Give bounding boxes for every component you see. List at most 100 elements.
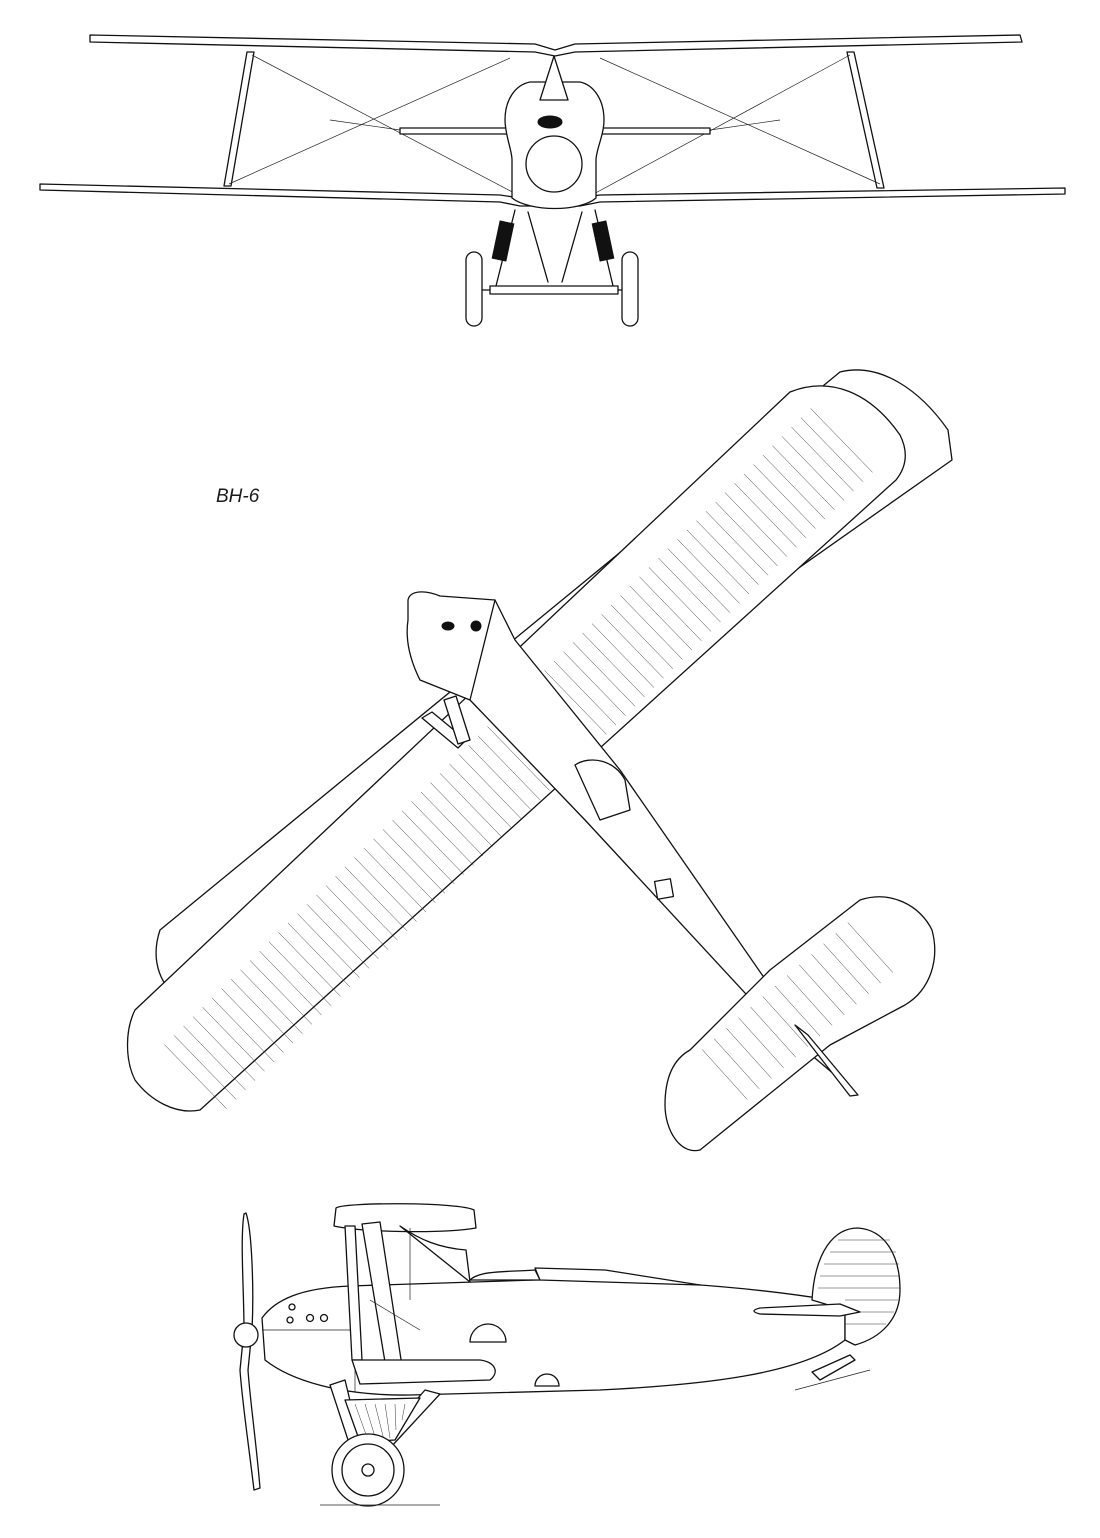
front-landing-gear [465,209,639,327]
tail-rib [738,1017,784,1068]
wing-rib [477,735,541,801]
wing-rib [354,857,417,922]
front-propeller-spinner [539,55,569,101]
plan-filler-cap [470,620,482,632]
side-window-2 [534,1373,560,1387]
wing-rib [563,651,626,716]
wing-rib [230,978,294,1044]
wing-rib [629,585,693,651]
wing-rib [591,623,655,688]
wing-rib [610,604,674,670]
side-cockpit-decking [469,1269,541,1281]
tail-rib [786,975,833,1026]
wing-rib [401,810,465,875]
wing-rib [420,791,484,857]
side-wheel-hub [361,1463,375,1477]
tail-rib [701,1049,748,1100]
wing-rib [373,838,436,903]
wing-rib [211,997,275,1063]
front-bracing-wires [228,54,881,197]
tail-rib [714,1038,760,1090]
wing-rib [430,782,493,847]
side-wing-root-fairing [399,1225,471,1283]
tail-rib [799,964,845,1016]
wing-rib [791,426,854,492]
side-exhaust-ports [286,1303,329,1324]
wing-rib [648,567,712,632]
wing-rib [677,539,740,604]
side-rudder-ribs [818,1239,900,1325]
wing-rib [620,595,683,660]
wing-rib [221,988,284,1053]
front-left-wheel [465,251,483,327]
wing-rib [449,763,512,829]
wing-rib [439,773,503,838]
wing-rib [249,960,313,1025]
plan-hatch [653,878,675,900]
tail-rib [811,954,857,1005]
wing-rib [297,913,360,978]
wing-rib [686,529,750,595]
wing-rib [487,726,550,791]
front-right-shock-absorber [591,220,615,262]
wing-rib [458,754,522,819]
wing-rib [772,445,835,510]
side-view [233,1203,901,1507]
wing-rib [468,745,531,810]
wing-rib [696,520,759,585]
side-window-1 [469,1323,507,1343]
tail-rib [847,922,894,973]
wing-rib [781,436,845,501]
wing-rib [325,885,389,950]
wing-rib [582,632,645,698]
wing-rib [705,511,769,576]
front-air-intake [537,115,563,129]
wing-rib [344,866,408,932]
wing-rib [572,642,636,707]
wing-rib [183,1025,246,1091]
front-nose-ring [525,135,583,193]
front-view [39,34,1066,327]
plan-cockpit [574,759,631,821]
side-stabilizer [753,1303,861,1317]
tail-rib [774,985,821,1037]
tail-rib [835,932,881,984]
plan-intake [441,621,455,631]
side-propeller [239,1212,261,1491]
wing-rib [363,847,427,913]
front-left-strut [223,51,255,187]
wing-rib [601,614,664,679]
front-left-shock-absorber [491,220,515,262]
wing-rib [287,922,351,988]
side-lower-wing [351,1359,496,1385]
wing-rib [658,557,721,623]
wing-rib [392,819,455,885]
wing-rib [639,576,702,641]
plan-tailplane [664,896,936,1152]
tail-rib [750,1006,796,1058]
plan-tail-ribs [701,922,894,1100]
wing-rib [553,660,617,726]
wing-rib [240,969,303,1034]
tail-rib [726,1028,772,1079]
wing-rib [800,417,864,482]
side-spinner [233,1322,259,1348]
wing-rib [306,904,370,969]
wing-rib [743,473,807,539]
wing-rib [734,483,797,548]
tail-rib [762,996,809,1047]
wing-rib [762,454,826,520]
side-gear-fairing [344,1397,421,1443]
plan-wheel-stub [443,695,471,745]
front-right-wheel [621,251,639,327]
side-headrest [534,1267,701,1286]
wing-rib [411,801,474,866]
front-right-strut [846,51,885,189]
wing-rib [316,894,379,960]
plan-engine-cowl [406,591,496,701]
wing-rib [278,932,341,997]
tail-rib [823,943,869,994]
wing-rib [164,1044,227,1109]
